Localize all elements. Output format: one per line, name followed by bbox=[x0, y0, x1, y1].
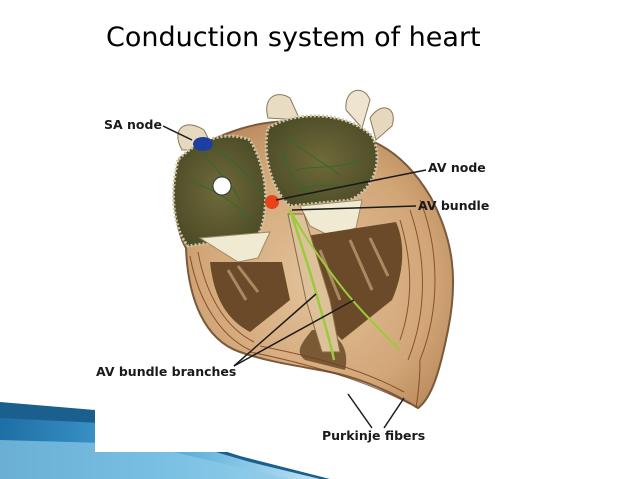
leader-av-bundle-branches-2 bbox=[233, 299, 355, 367]
corner-swoosh-decoration bbox=[0, 392, 330, 479]
label-purkinje-fibers: Purkinje fibers bbox=[322, 428, 426, 443]
leader-lines bbox=[162, 125, 427, 429]
left-atrium bbox=[264, 114, 379, 208]
leader-sa-node bbox=[162, 125, 193, 141]
leader-purkinje-2 bbox=[383, 397, 405, 429]
sa-node-marker bbox=[193, 137, 213, 151]
av-bundle-branch-line bbox=[288, 209, 336, 361]
purkinje-network bbox=[189, 199, 436, 409]
label-av-bundle: AV bundle bbox=[418, 198, 490, 213]
vena-cava-opening bbox=[212, 176, 232, 196]
label-av-bundle-branches: AV bundle branches bbox=[96, 364, 237, 379]
av-bundle-branch-line-left bbox=[289, 209, 401, 351]
leader-av-bundle bbox=[291, 205, 417, 211]
slide-title: Conduction system of heart bbox=[106, 22, 481, 53]
leader-purkinje-1 bbox=[347, 393, 373, 429]
ventricles bbox=[210, 222, 403, 370]
leader-av-bundle-branches-1 bbox=[233, 293, 317, 367]
label-av-node: AV node bbox=[428, 160, 486, 175]
leader-av-node bbox=[275, 169, 427, 201]
av-node-marker bbox=[265, 195, 279, 209]
label-sa-node: SA node bbox=[104, 117, 162, 132]
atrial-conduction-network bbox=[189, 134, 361, 221]
